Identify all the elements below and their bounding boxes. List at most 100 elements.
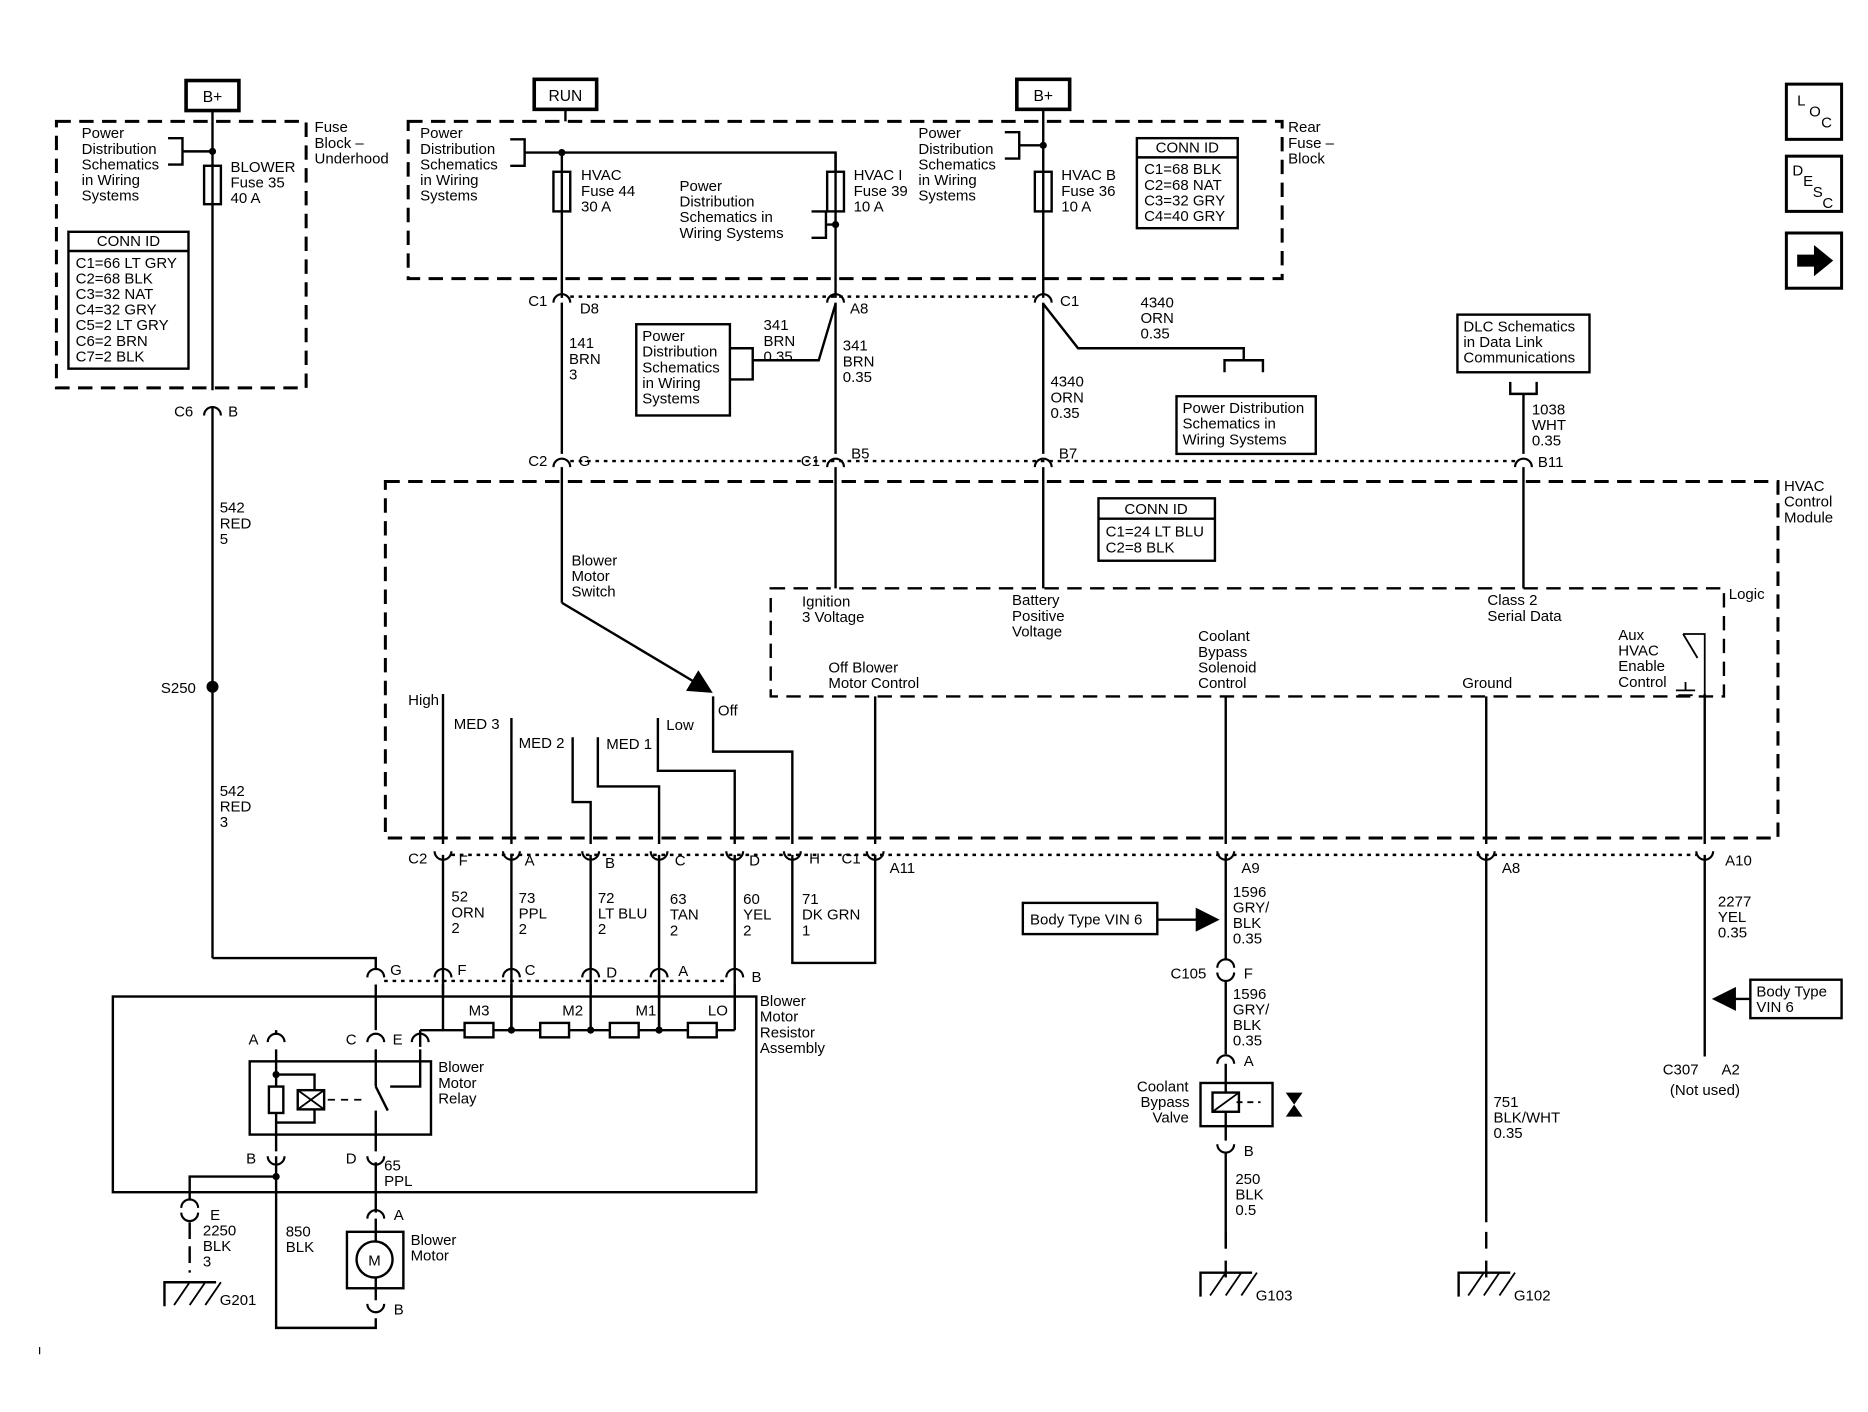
description-icon[interactable]: D E S C — [1784, 154, 1844, 213]
svg-text:1596: 1596 — [1233, 884, 1266, 901]
resistor-assembly-pins: G F C D A B — [366, 962, 762, 986]
svg-text:G: G — [579, 453, 591, 470]
svg-text:F: F — [459, 853, 468, 870]
svg-text:A11: A11 — [890, 860, 916, 877]
wire-141-brn: 141 BRN 3 — [569, 335, 601, 383]
svg-text:3: 3 — [203, 1254, 211, 1271]
svg-text:BRN: BRN — [843, 353, 875, 370]
svg-text:4340: 4340 — [1050, 374, 1083, 391]
svg-text:A8: A8 — [1502, 860, 1520, 877]
hvac-control-module: HVAC Control Module CONN ID C1=24 LT BLU… — [383, 467, 1833, 845]
svg-text:BRN: BRN — [764, 333, 796, 350]
connector-c1-right: C1 — [1033, 293, 1079, 310]
svg-text:Assembly: Assembly — [760, 1040, 826, 1057]
power-distribution-ref-right: Power Distribution Schematics in Wiring … — [918, 125, 1047, 205]
svg-text:73: 73 — [519, 890, 536, 907]
svg-text:Switch: Switch — [571, 584, 615, 601]
body-type-vin6-left: Body Type VIN 6 — [1021, 901, 1220, 936]
svg-text:M3: M3 — [469, 1003, 490, 1020]
svg-text:Blower: Blower — [411, 1232, 457, 1249]
wire-542-red-5: 542 RED 5 — [220, 500, 252, 548]
svg-text:C1=66 LT GRY: C1=66 LT GRY — [76, 255, 177, 272]
svg-text:PPL: PPL — [519, 905, 547, 922]
power-distribution-right-ref: Power Distribution Schematics in Wiring … — [1175, 395, 1317, 456]
location-icon[interactable]: L O C — [1784, 82, 1844, 141]
svg-text:BLK/WHT: BLK/WHT — [1493, 1110, 1560, 1127]
svg-text:2: 2 — [519, 921, 527, 938]
svg-text:0.35: 0.35 — [1140, 326, 1169, 343]
ground-g102: G102 — [1457, 1271, 1551, 1304]
svg-text:A10: A10 — [1725, 853, 1752, 870]
svg-text:C1: C1 — [528, 293, 547, 310]
wire-1596-gry-blk-a: 1596 GRY/ BLK 0.35 — [1233, 884, 1270, 948]
svg-text:BRN: BRN — [569, 351, 601, 368]
svg-text:Fuse 36: Fuse 36 — [1061, 183, 1115, 200]
svg-text:Blower: Blower — [760, 993, 806, 1010]
svg-text:A9: A9 — [1241, 860, 1259, 877]
svg-text:MED 1: MED 1 — [606, 736, 652, 753]
svg-text:in Wiring: in Wiring — [918, 172, 976, 189]
svg-text:TAN: TAN — [670, 907, 699, 924]
svg-text:1: 1 — [802, 922, 810, 939]
svg-text:Wiring Systems: Wiring Systems — [1183, 431, 1287, 448]
svg-text:C4=32 GRY: C4=32 GRY — [76, 302, 157, 319]
ignition-voltage-input: Ignition 3 Voltage — [802, 593, 865, 626]
svg-text:4340: 4340 — [1140, 294, 1173, 311]
aux-hvac-enable-control: Aux HVAC Enable Control — [1618, 627, 1706, 697]
svg-text:Power: Power — [82, 125, 125, 142]
connector-c2-g: C2 G — [528, 453, 590, 470]
ground-label: Ground — [1462, 675, 1512, 692]
svg-text:CONN ID: CONN ID — [1156, 140, 1220, 157]
svg-text:A: A — [525, 853, 535, 870]
svg-text:D8: D8 — [580, 300, 599, 317]
blower-motor-switch: Blower Motor Switch High MED 3 MED 2 MED… — [408, 467, 794, 845]
svg-text:A: A — [249, 1032, 259, 1049]
svg-text:BLK: BLK — [1233, 1017, 1261, 1034]
svg-text:Control: Control — [1618, 674, 1666, 691]
connector-c6-b: C6 B — [174, 404, 238, 421]
svg-text:C1: C1 — [842, 850, 861, 867]
svg-text:C: C — [675, 853, 686, 870]
connector-c1-b5: C1 B5 — [801, 446, 870, 470]
wire-250-blk: 250 BLK 0.5 — [1235, 1171, 1263, 1219]
svg-text:B7: B7 — [1059, 446, 1077, 463]
svg-text:2: 2 — [598, 921, 606, 938]
svg-text:ORN: ORN — [1050, 389, 1083, 406]
svg-text:Distribution: Distribution — [420, 141, 495, 158]
svg-text:5: 5 — [220, 531, 228, 548]
svg-text:Systems: Systems — [642, 390, 700, 407]
svg-text:Solenoid: Solenoid — [1198, 659, 1256, 676]
svg-text:Blower: Blower — [438, 1059, 484, 1076]
conn-id-table-underhood: CONN ID C1=66 LT GRY C2=68 BLK C3=32 NAT… — [67, 230, 190, 370]
svg-text:Block –: Block – — [315, 135, 365, 152]
svg-text:Schematics: Schematics — [642, 359, 720, 376]
wire-72-lt-blu: 72 LT BLU 2 — [598, 890, 647, 938]
next-page-arrow-icon[interactable] — [1784, 231, 1844, 290]
svg-text:C307: C307 — [1663, 1062, 1699, 1079]
blower-motor-resistor-assembly: Blower Motor Resistor Assembly M3 M2 M1 … — [111, 984, 826, 1194]
svg-text:60: 60 — [743, 891, 760, 908]
svg-text:Enable: Enable — [1618, 658, 1665, 675]
svg-text:B: B — [752, 969, 762, 986]
svg-text:C5=2 LT GRY: C5=2 LT GRY — [76, 317, 169, 334]
svg-text:Power: Power — [642, 328, 685, 345]
svg-text:141: 141 — [569, 335, 594, 352]
svg-text:D: D — [346, 1150, 357, 1167]
svg-text:HVAC: HVAC — [1618, 643, 1659, 660]
svg-text:3: 3 — [569, 366, 577, 383]
svg-text:Fuse: Fuse — [315, 119, 348, 136]
svg-text:C2=68 BLK: C2=68 BLK — [76, 270, 153, 287]
svg-text:Fuse –: Fuse – — [1288, 135, 1335, 152]
svg-text:0.35: 0.35 — [1233, 931, 1262, 948]
svg-text:F: F — [1244, 966, 1253, 983]
svg-text:A: A — [1244, 1053, 1254, 1070]
svg-text:LO: LO — [708, 1003, 728, 1020]
svg-text:CONN ID: CONN ID — [97, 233, 160, 250]
svg-text:C2: C2 — [528, 453, 547, 470]
svg-text:0.35: 0.35 — [843, 369, 872, 386]
svg-text:341: 341 — [764, 317, 789, 334]
hvac-bottom-connectors: C2 F A B C D H C1 A11 A9 A8 A10 — [408, 850, 1752, 877]
connector-b11: B11 — [1513, 454, 1563, 471]
svg-text:Motor: Motor — [571, 568, 609, 585]
svg-text:Schematics: Schematics — [82, 156, 160, 173]
